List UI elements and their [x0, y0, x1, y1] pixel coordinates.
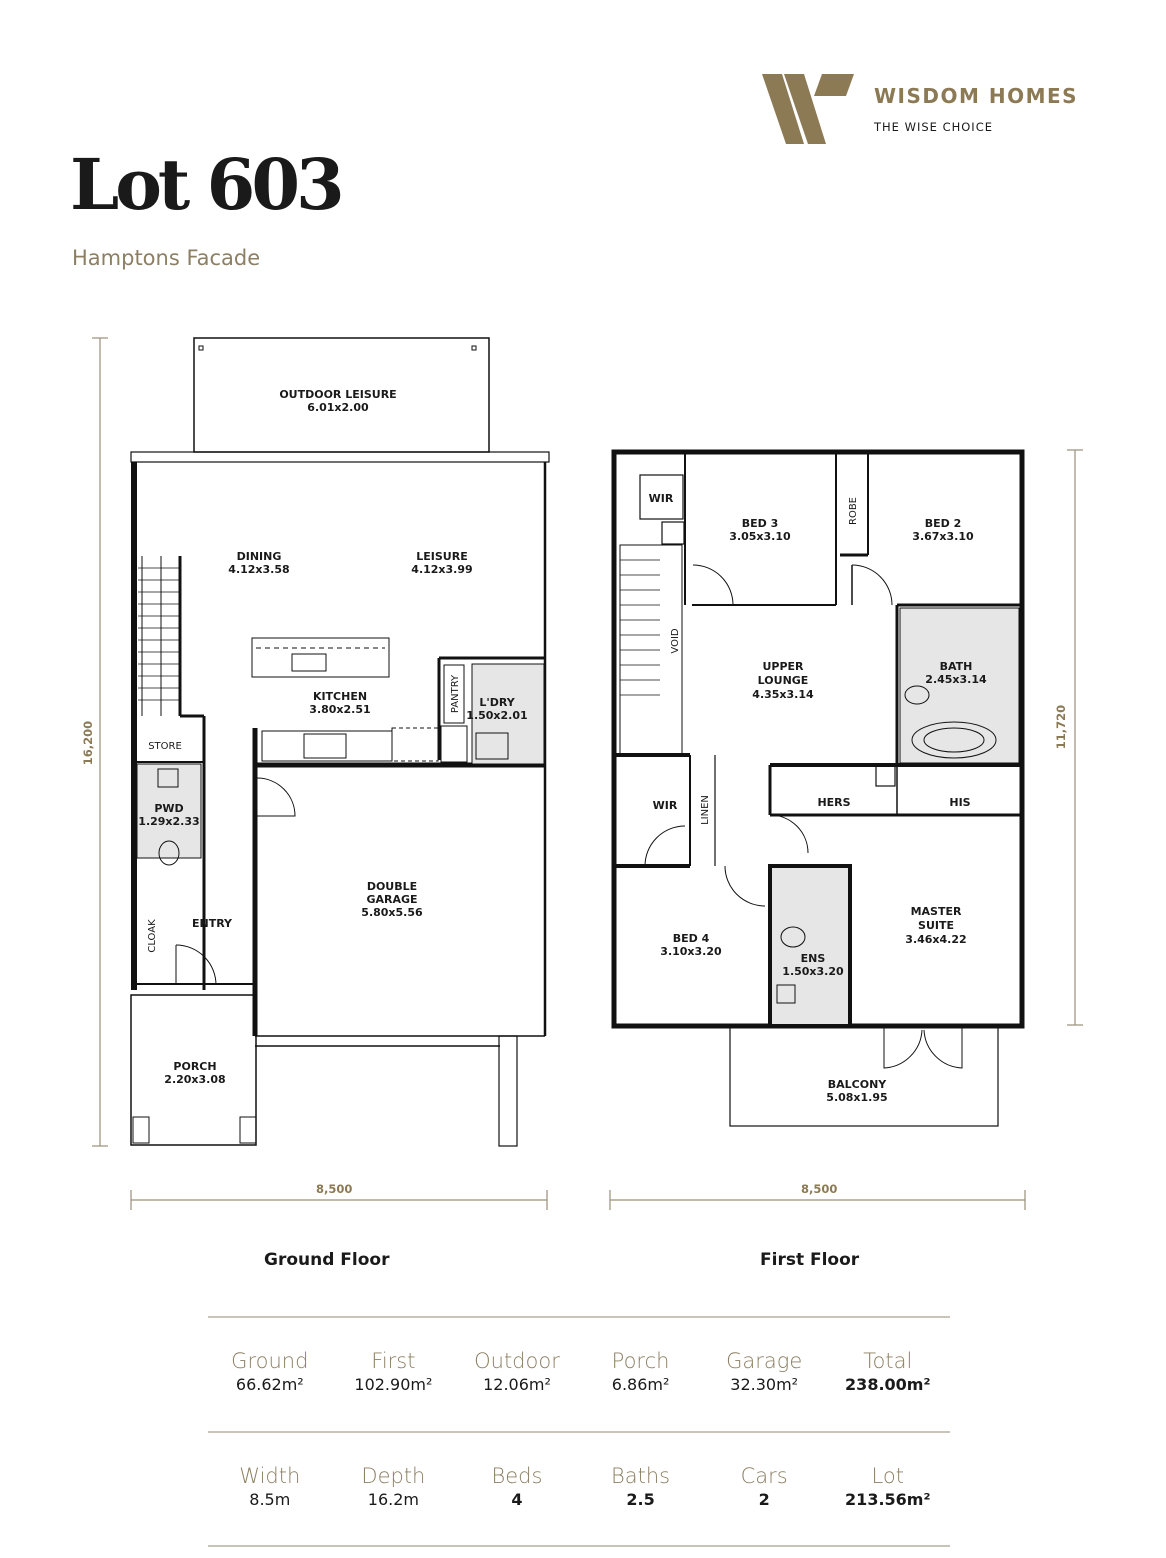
room-label: KITCHEN [313, 690, 367, 703]
kitchen-island [251, 637, 390, 678]
room-size: 2.45x3.14 [925, 673, 987, 686]
room-size: 1.29x2.33 [138, 815, 199, 828]
room-label: ENS [801, 952, 826, 965]
brand-name: WISDOM HOMES [874, 84, 1079, 108]
entry-porch [130, 944, 257, 1146]
divider [208, 1316, 950, 1318]
room-size: 2.20x3.08 [164, 1073, 225, 1086]
room-label: WIR [653, 799, 678, 812]
room-label: PORCH [173, 1060, 216, 1073]
divider [208, 1545, 950, 1547]
room-label: ROBE [848, 497, 859, 525]
room-label: HERS [817, 796, 850, 809]
room-label: BED 4 [673, 932, 710, 945]
ground-floor-label: Ground Floor [264, 1250, 390, 1270]
powder-room [136, 761, 204, 866]
page-title: Lot 603 [70, 143, 345, 226]
kitchen-bench [261, 727, 439, 762]
door-swings [644, 564, 893, 907]
room-label: BALCONY [828, 1078, 888, 1091]
stair-treads [138, 567, 180, 701]
room-label: MASTER [911, 905, 962, 918]
room-label: PWD [154, 802, 183, 815]
room-label: WIR [649, 492, 674, 505]
depth-dimension-line [1067, 449, 1083, 1026]
ground-depth-dimension: 16,200 [81, 720, 96, 766]
room-label: PANTRY [450, 674, 461, 713]
room-size: 3.67x3.10 [912, 530, 974, 543]
room-size: 3.05x3.10 [729, 530, 791, 543]
room-size: 4.12x3.99 [411, 563, 472, 576]
brand-logo: WISDOM HOMES THE WISE CHOICE [762, 74, 1102, 146]
room-label: CLOAK [147, 919, 158, 953]
room-label: ENTRY [192, 917, 233, 930]
stair-treads [620, 559, 660, 696]
room-label: LEISURE [416, 550, 467, 563]
room-label: UPPER [762, 660, 804, 673]
room-label: VOID [670, 628, 681, 653]
divider [208, 1431, 950, 1433]
room-size: 1.50x3.20 [782, 965, 844, 978]
room-label: DOUBLE [367, 880, 417, 893]
room-label: HIS [949, 796, 970, 809]
first-floor-plan: WIR BED 3 3.05x3.10 ROBE BED 2 3.67x3.10… [609, 449, 1083, 1210]
first-floor-walls [611, 449, 1025, 1127]
room-label: STORE [148, 741, 182, 752]
room-label: L'DRY [479, 696, 515, 709]
laundry-area [437, 656, 545, 765]
page-subtitle: Hamptons Facade [72, 246, 261, 270]
ground-width-dimension: 8,500 [316, 1182, 353, 1196]
room-label: OUTDOOR LEISURE [279, 388, 396, 401]
width-dimension-line [130, 1190, 548, 1210]
room-label: SUITE [918, 919, 954, 932]
depth-dimension-line [92, 337, 108, 1147]
room-label: GARAGE [366, 893, 417, 906]
garage-pier [498, 1035, 518, 1147]
width-dimension-line [609, 1190, 1026, 1210]
room-size: 4.12x3.58 [228, 563, 289, 576]
room-size: 1.50x2.01 [466, 709, 527, 722]
room-size: 6.01x2.00 [307, 401, 369, 414]
first-floor-label: First Floor [760, 1250, 860, 1270]
room-label: DINING [237, 550, 282, 563]
brand-tagline: THE WISE CHOICE [874, 120, 993, 134]
room-label: BED 2 [925, 517, 962, 530]
room-label: BATH [940, 660, 973, 673]
room-size: 3.46x4.22 [905, 933, 966, 946]
ground-floor-plan: OUTDOOR LEISURE 6.01x2.00 DINING 4.12x3.… [92, 337, 550, 1210]
w-monogram-icon [762, 74, 854, 144]
room-label: BED 3 [742, 517, 779, 530]
room-size: 3.80x2.51 [309, 703, 370, 716]
room-size: 5.08x1.95 [826, 1091, 887, 1104]
room-size: 3.10x3.20 [660, 945, 722, 958]
room-label: LOUNGE [758, 674, 809, 687]
room-label: LINEN [700, 795, 711, 825]
garage-door-swing [256, 777, 296, 817]
room-size: 4.35x3.14 [752, 688, 814, 701]
first-depth-dimension: 11,720 [1054, 704, 1069, 750]
room-size: 5.80x5.56 [361, 906, 423, 919]
first-width-dimension: 8,500 [801, 1182, 838, 1196]
